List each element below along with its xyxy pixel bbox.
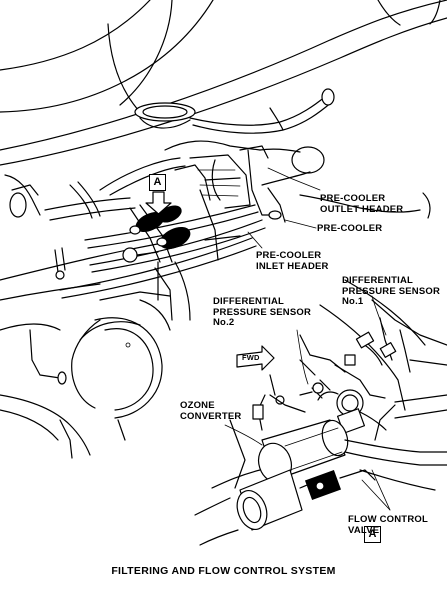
detail-marker-top: A bbox=[149, 174, 166, 191]
label-pre-cooler-outlet-header: PRE-COOLER OUTLET HEADER bbox=[320, 193, 404, 215]
fwd-arrow-shape bbox=[236, 345, 275, 371]
label-pre-cooler: PRE-COOLER bbox=[317, 223, 383, 234]
label-dp-sensor-2: DIFFERENTIAL PRESSURE SENSOR No.2 bbox=[213, 296, 312, 328]
figure-caption: FILTERING AND FLOW CONTROL SYSTEM bbox=[111, 565, 336, 577]
pre-cooler-assembly bbox=[164, 140, 421, 223]
detail-arrow bbox=[145, 191, 172, 215]
label-fwd: FWD bbox=[242, 353, 260, 362]
wing-fuselage-structure bbox=[0, 0, 447, 301]
filter-elements bbox=[122, 205, 191, 263]
label-ozone-converter: OZONE CONVERTER bbox=[180, 400, 242, 422]
leader-lines-precooler bbox=[247, 167, 431, 249]
detail-view-a bbox=[194, 279, 447, 546]
label-dp-sensor-1: DIFFERENTIAL PRESSURE SENSOR No.1 bbox=[342, 275, 441, 307]
detail-marker-bottom: A bbox=[364, 526, 381, 543]
bleed-duct-upper bbox=[134, 88, 335, 134]
label-flow-control-valve: FLOW CONTROL VALVE bbox=[348, 514, 428, 536]
label-pre-cooler-inlet-header: PRE-COOLER INLET HEADER bbox=[256, 250, 329, 272]
nacelle-intake bbox=[0, 261, 171, 459]
